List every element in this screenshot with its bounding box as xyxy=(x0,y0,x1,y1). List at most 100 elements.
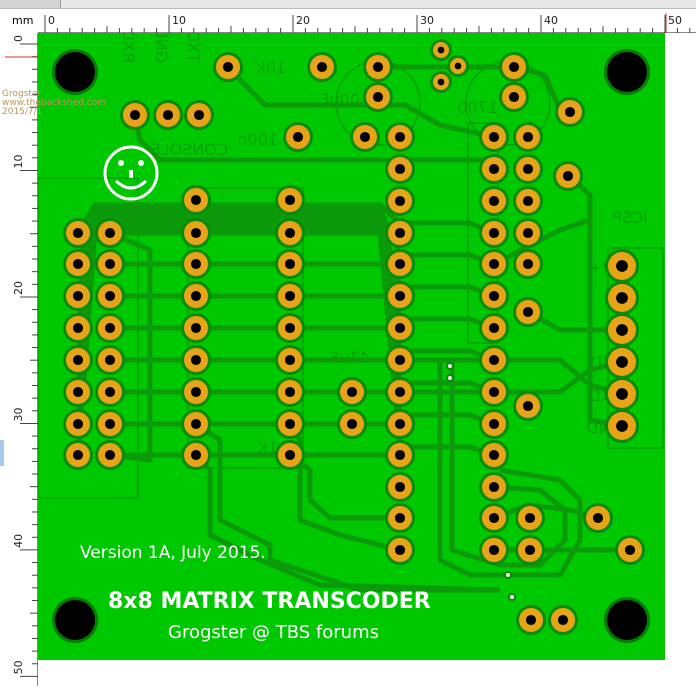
silk-txd: TXD xyxy=(184,33,203,64)
pad-drill xyxy=(372,91,384,103)
ruler-label: 40 xyxy=(544,14,558,27)
pad-drill xyxy=(522,258,534,270)
pad-drill xyxy=(488,449,500,461)
pad-drill xyxy=(522,400,534,412)
mounting-hole-drill xyxy=(607,600,647,640)
pad-drill xyxy=(346,418,358,430)
trace xyxy=(75,214,495,331)
pad-drill xyxy=(104,290,116,302)
pad-drill xyxy=(72,322,84,334)
via-drill xyxy=(506,573,510,577)
pad-drill xyxy=(394,227,406,239)
pad-drill xyxy=(190,418,202,430)
pad-drill xyxy=(522,163,534,175)
pad-drill xyxy=(359,131,371,143)
pad-drill xyxy=(616,388,628,400)
pad-drill xyxy=(562,170,574,182)
pad-drill xyxy=(488,512,500,524)
pad-drill xyxy=(592,512,604,524)
pad-drill xyxy=(394,481,406,493)
pad-drill xyxy=(72,449,84,461)
pad-drill xyxy=(284,449,296,461)
pad-drill xyxy=(488,227,500,239)
ruler-unit-label: mm xyxy=(12,14,34,27)
pad-drill xyxy=(284,194,296,206)
ruler-label: 20 xyxy=(296,14,310,27)
pad-drill xyxy=(190,322,202,334)
ruler-label: 10 xyxy=(172,14,186,27)
trace xyxy=(226,65,495,140)
pad-drill xyxy=(284,322,296,334)
pad-drill xyxy=(488,322,500,334)
trace xyxy=(75,202,495,236)
pad-drill xyxy=(525,614,537,626)
trace xyxy=(437,360,583,578)
silk-100n: 100n xyxy=(237,130,278,149)
ruler-selection-marker xyxy=(0,440,4,466)
toolbar-segment[interactable] xyxy=(0,0,61,8)
pad-drill xyxy=(190,386,202,398)
pad-drill xyxy=(522,131,534,143)
pad-drill xyxy=(284,386,296,398)
pad-drill xyxy=(616,324,628,336)
mounting-hole-drill xyxy=(607,52,647,92)
pad-drill xyxy=(616,356,628,368)
via-drill xyxy=(448,364,452,368)
pad-drill xyxy=(522,227,534,239)
board-title: 8x8 MATRIX TRANSCODER xyxy=(108,589,431,614)
pad-drill xyxy=(394,418,406,430)
mounting-holes xyxy=(52,49,650,643)
ruler-label: 50 xyxy=(668,14,682,27)
pad-drill xyxy=(488,195,500,207)
silk-1k: 1K xyxy=(257,438,278,457)
silk-rxd: RXD xyxy=(119,33,138,63)
copper-traces xyxy=(75,64,630,593)
trace xyxy=(492,217,591,267)
ruler-label: 10 xyxy=(12,154,25,168)
pad-drill xyxy=(488,258,500,270)
ruler-unit: mm xyxy=(0,9,38,33)
silk-icsp: ICSP xyxy=(612,208,648,227)
pad-drill xyxy=(488,418,500,430)
pad-drill xyxy=(394,386,406,398)
toolbar-strip xyxy=(0,0,696,9)
pcb-canvas[interactable]: RXD GND TXD CONSOLE 10k 100uF 100n 1700 … xyxy=(37,26,696,686)
silk-10k: 10k xyxy=(256,58,286,77)
pad-drill xyxy=(72,354,84,366)
pad-drill xyxy=(394,354,406,366)
pad-drill xyxy=(524,544,536,556)
pad-drill xyxy=(616,260,628,272)
pad-drill xyxy=(522,306,534,318)
pad-drill xyxy=(394,290,406,302)
pad-drill xyxy=(222,61,234,73)
pad-drill xyxy=(616,292,628,304)
pad-drill xyxy=(162,109,174,121)
pad-drill xyxy=(508,91,520,103)
trace xyxy=(75,222,495,395)
pad-drill xyxy=(292,131,304,143)
pad-drill xyxy=(193,109,205,121)
pad-drill xyxy=(508,61,520,73)
pcb-board-view[interactable]: RXD GND TXD CONSOLE 10k 100uF 100n 1700 … xyxy=(37,26,696,686)
mounting-hole-drill xyxy=(55,600,95,640)
pad-drill xyxy=(72,386,84,398)
pad-drill xyxy=(488,131,500,143)
ruler-label: 50 xyxy=(12,660,25,674)
pad-drill xyxy=(72,418,84,430)
ruler-label: 0 xyxy=(48,14,55,27)
pad-drill xyxy=(72,290,84,302)
pad-drill xyxy=(284,418,296,430)
ruler-label: 30 xyxy=(12,407,25,421)
pad-drill xyxy=(190,449,202,461)
via-drill xyxy=(510,595,514,599)
pad-drill xyxy=(394,512,406,524)
pad-drill xyxy=(104,386,116,398)
pad-drill xyxy=(488,163,500,175)
pad-drill xyxy=(346,386,358,398)
pad-drill xyxy=(394,258,406,270)
pad-drill xyxy=(437,78,445,86)
pad-drill xyxy=(190,194,202,206)
pad-drill xyxy=(104,322,116,334)
